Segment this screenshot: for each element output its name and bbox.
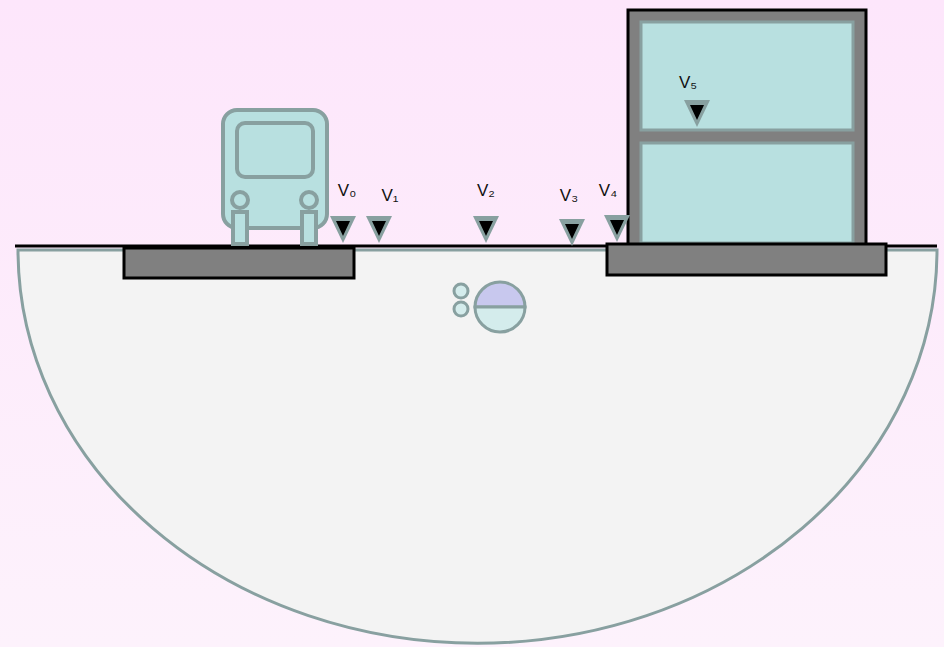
tunnel-symbol — [454, 282, 525, 332]
sensor-marker — [559, 219, 585, 246]
sensor-label: V₃ — [560, 186, 578, 206]
sensor-markers — [330, 100, 710, 246]
building — [607, 10, 886, 275]
vehicle — [223, 110, 327, 244]
track-slab — [124, 248, 354, 278]
sensor-label: V₀ — [338, 181, 356, 201]
sensor-label: V₅ — [679, 73, 697, 93]
sensor-marker — [330, 216, 356, 243]
sensor-marker — [684, 100, 710, 127]
sensor-marker — [473, 216, 499, 243]
sensor-label: V₄ — [599, 181, 617, 201]
sensor-marker — [366, 216, 392, 243]
sensor-marker — [604, 215, 630, 242]
sensor-label: V₁ — [381, 186, 398, 206]
ground-region — [18, 250, 937, 643]
sensor-label: V₂ — [477, 181, 495, 201]
